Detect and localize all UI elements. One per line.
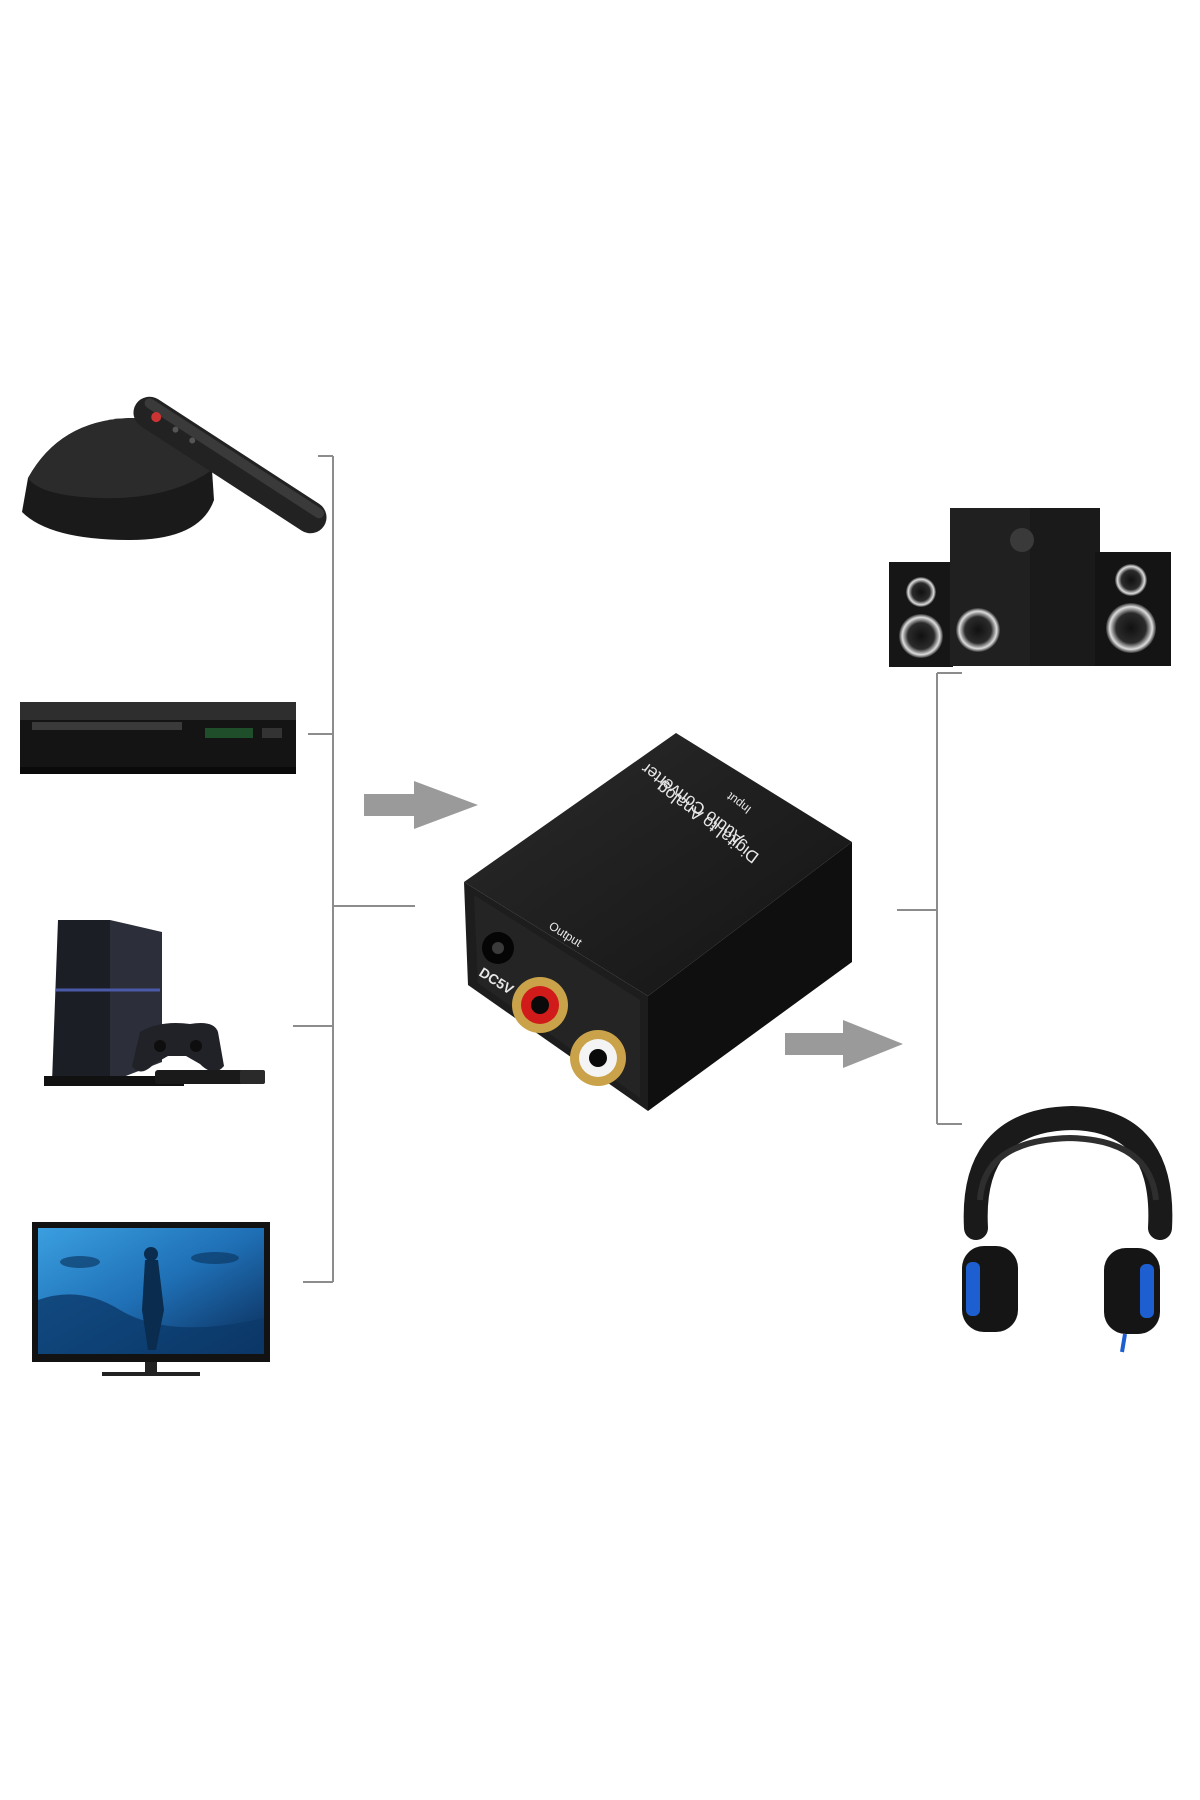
tv-box-with-remote-icon — [22, 396, 327, 540]
rca-white-connector — [570, 1030, 626, 1086]
headphones-icon — [962, 1105, 1173, 1353]
source-bracket — [293, 455, 415, 1283]
speakers-icon — [889, 508, 1171, 667]
arrow-to-converter — [364, 781, 478, 829]
dc-jack — [482, 932, 514, 964]
output-bracket — [897, 672, 962, 1125]
arrow-to-outputs — [785, 1020, 903, 1068]
tv-icon — [32, 1222, 270, 1376]
dvd-player-icon — [20, 702, 296, 774]
rca-red-connector — [512, 977, 568, 1033]
game-console-icon — [44, 920, 265, 1086]
dac-converter-box: Digital to Analog Audio Converter Input … — [464, 733, 852, 1111]
